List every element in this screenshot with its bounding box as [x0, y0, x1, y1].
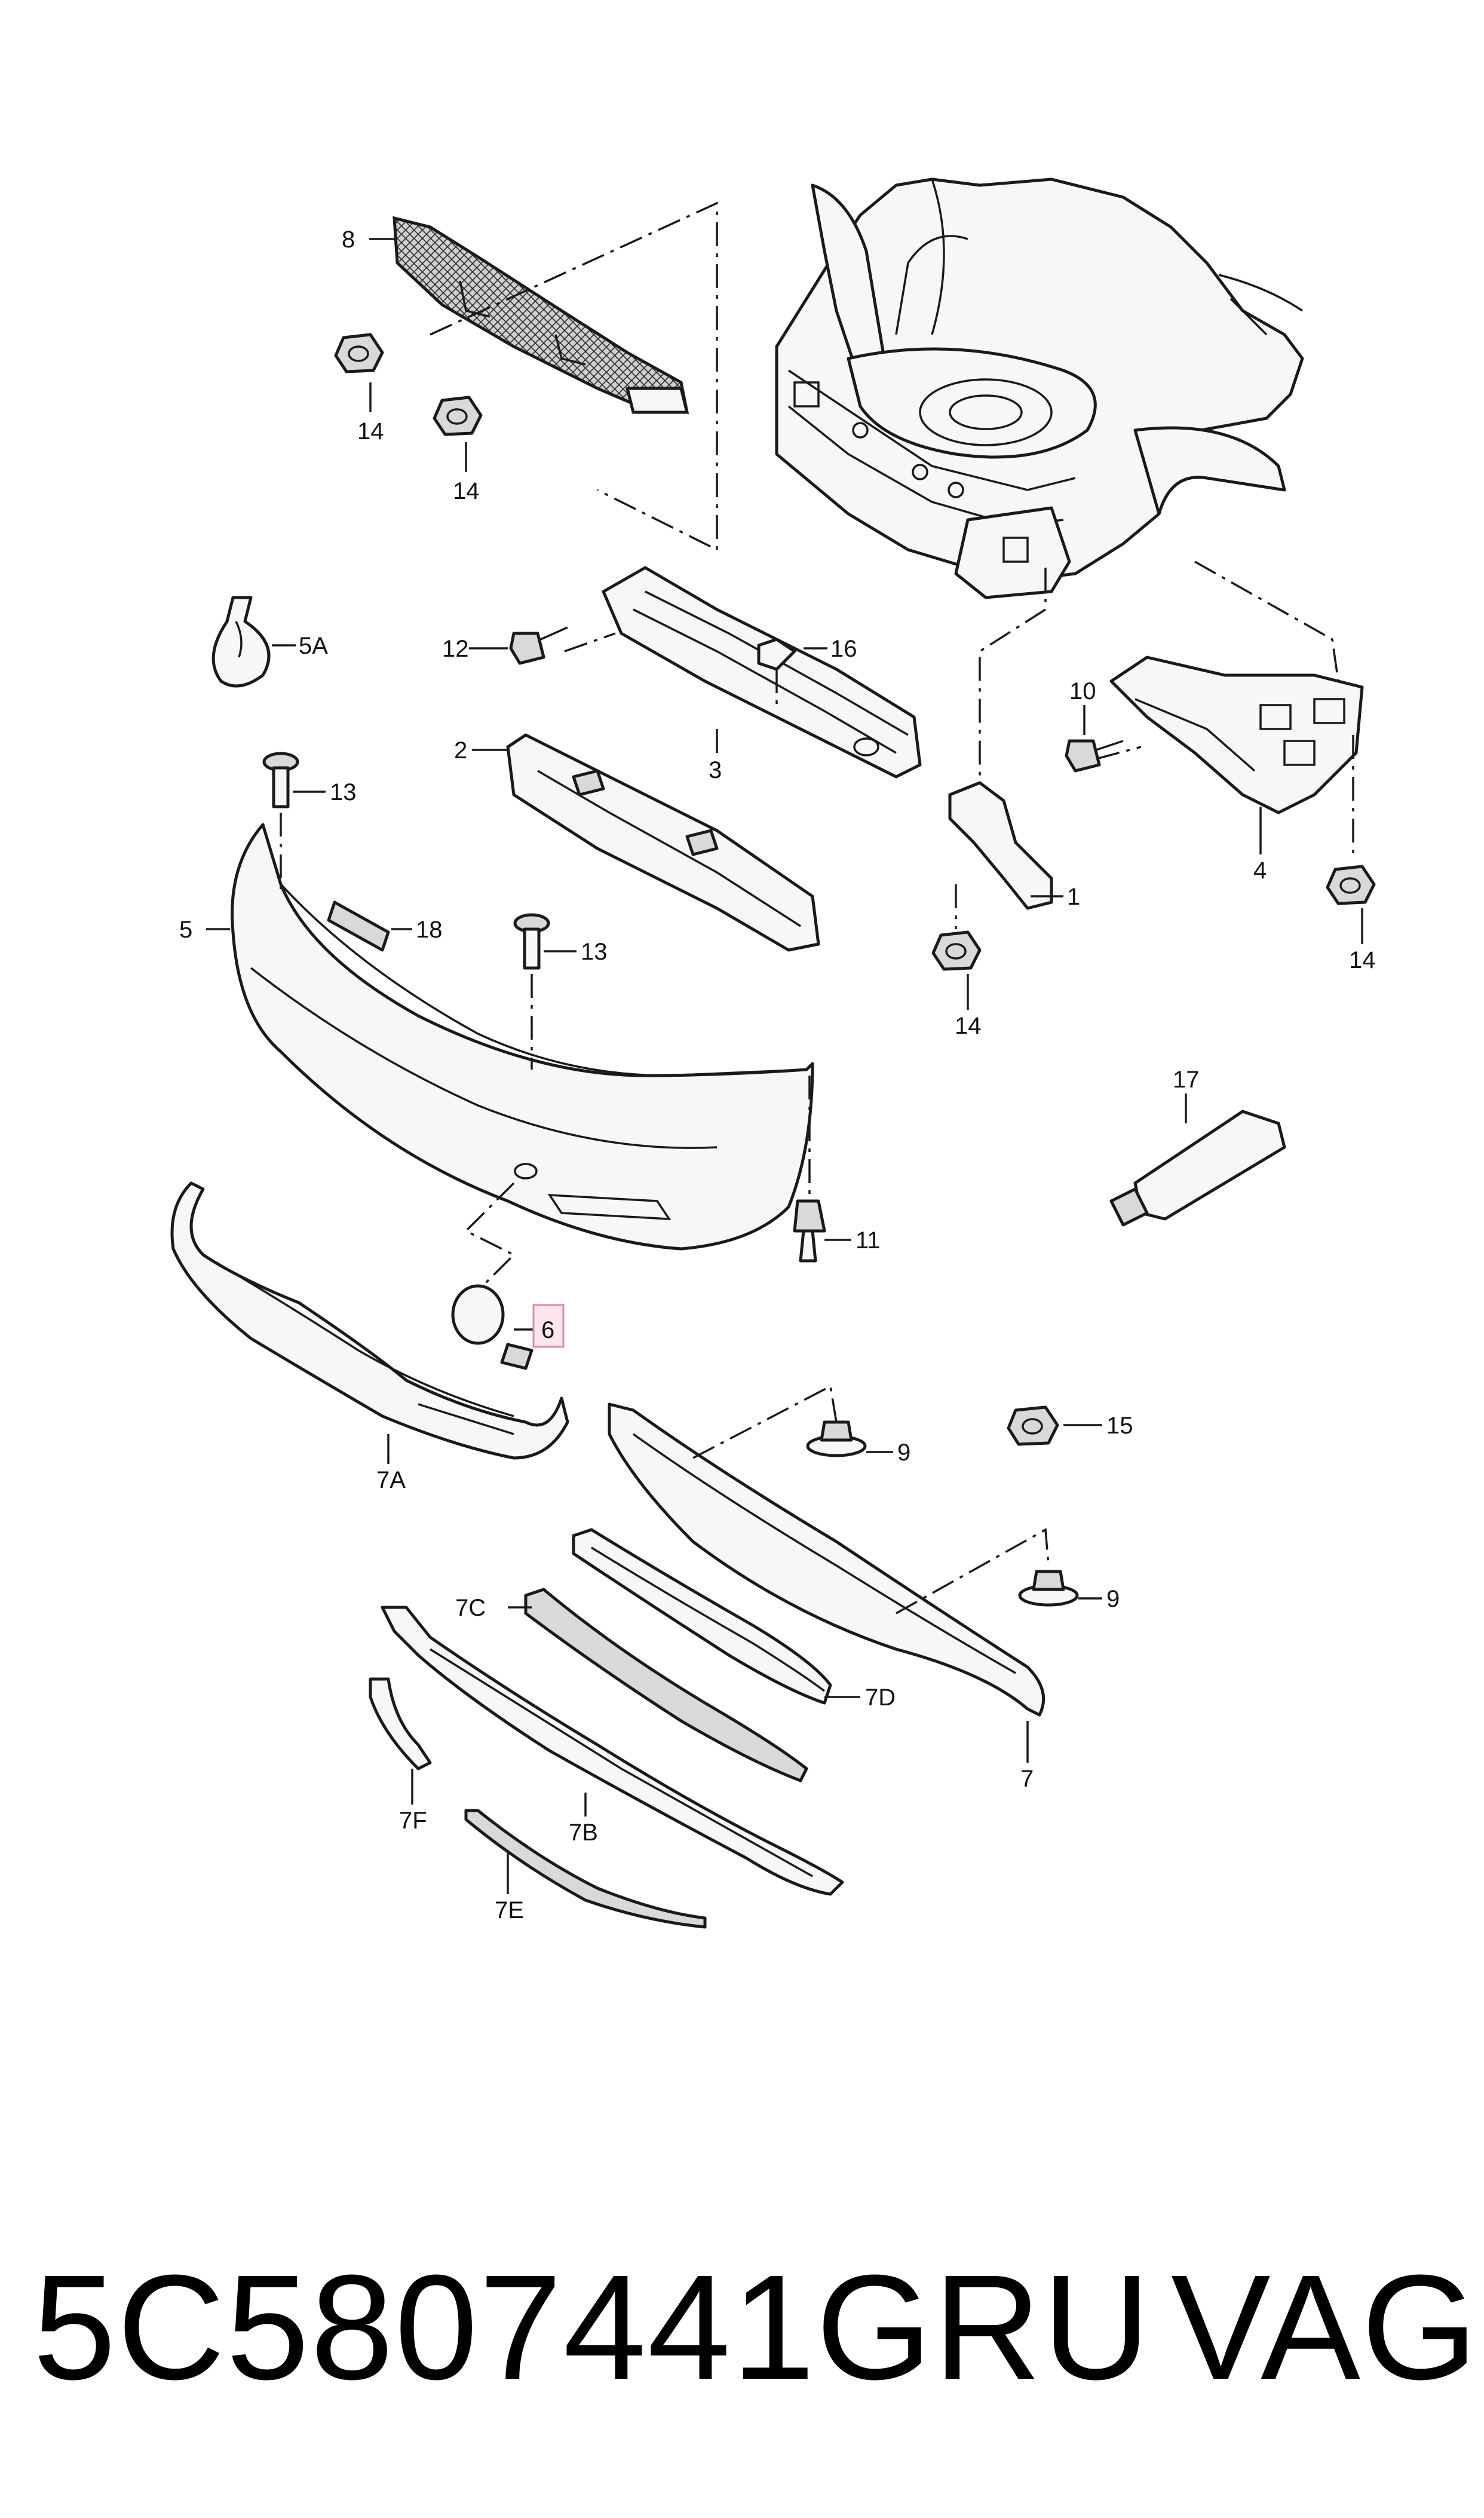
callout-6[interactable]: 6 — [541, 1317, 554, 1343]
part-18-strip — [327, 900, 390, 952]
assembly-lines — [280, 201, 1354, 1615]
callout-9-b: 9 — [1106, 1586, 1120, 1612]
callout-7: 7 — [1020, 1766, 1034, 1792]
nut-15 — [1007, 1405, 1059, 1446]
bolt-13-a — [262, 752, 299, 808]
part-7d-grille-strip — [572, 1528, 832, 1705]
part-7e-trim-strip — [464, 1809, 707, 1929]
part-7-lower-trim — [608, 1402, 1045, 1717]
nut-14-c — [931, 930, 982, 971]
callout-4: 4 — [1253, 857, 1267, 884]
callout-1: 1 — [1067, 884, 1080, 910]
bolt-13-b — [513, 913, 550, 970]
callout-18: 18 — [416, 917, 443, 943]
part-7a-lower-spoiler — [170, 1181, 569, 1460]
callout-12: 12 — [442, 636, 469, 662]
part-number: 5C5807441GRU — [33, 2244, 1152, 2410]
bracket-16 — [757, 638, 796, 671]
callout-7c: 7C — [455, 1595, 486, 1621]
callout-3: 3 — [709, 757, 722, 783]
part-7f-end-cap — [369, 1677, 432, 1770]
nut-14-a — [334, 333, 384, 373]
clip-11 — [793, 1199, 826, 1263]
car-body-rear-illustration — [775, 177, 1304, 599]
nut-14-d — [1326, 865, 1376, 905]
part-8-mesh-reinforcement — [393, 216, 689, 414]
part-4-side-bracket — [1109, 655, 1364, 814]
brand-label: VAG — [1171, 2244, 1479, 2410]
clip-9-b — [1018, 1570, 1079, 1607]
callout-17: 17 — [1173, 1067, 1200, 1093]
callout-7d: 7D — [865, 1684, 896, 1711]
callout-14-d: 14 — [1349, 947, 1376, 973]
part-6-tow-cap — [451, 1284, 533, 1370]
screw-10 — [1065, 739, 1124, 773]
callout-14-b: 14 — [453, 478, 480, 504]
callout-10: 10 — [1069, 678, 1096, 704]
callout-7f: 7F — [399, 1808, 427, 1834]
part-7c-grille-strip — [524, 1588, 808, 1782]
callout-8: 8 — [342, 226, 355, 253]
callout-7e: 7E — [495, 1897, 524, 1923]
part-5a-bag — [211, 596, 271, 688]
callout-7b: 7B — [569, 1819, 598, 1846]
part-2-foam-absorber — [506, 733, 820, 952]
callout-leaders — [206, 238, 1363, 1894]
callout-7a: 7A — [376, 1467, 406, 1493]
callout-14-c: 14 — [955, 1013, 982, 1039]
part-5-bumper-cover — [231, 823, 814, 1251]
part-3-impact-beam — [602, 566, 922, 779]
callout-5: 5 — [179, 917, 192, 943]
callout-9-a: 9 — [897, 1439, 910, 1466]
callout-2: 2 — [454, 737, 467, 764]
part-1-guide — [948, 781, 1053, 910]
nut-14-b — [433, 396, 483, 436]
screw-12 — [509, 626, 568, 665]
callout-14-a: 14 — [357, 418, 384, 445]
callout-15: 15 — [1106, 1413, 1133, 1439]
callout-6-highlight — [532, 1304, 565, 1348]
callout-13-a: 13 — [330, 779, 357, 805]
callout-16: 16 — [830, 636, 857, 662]
part-7b-lower-trim — [381, 1606, 844, 1896]
callout-11: 11 — [856, 1227, 881, 1254]
part-17-tube — [1109, 1110, 1286, 1227]
callout-5a: 5A — [299, 633, 328, 659]
callouts: 8 14 14 5A 12 16 3 2 13 13 5 18 10 1 4 1… — [179, 226, 1376, 1923]
clip-9-a — [806, 1420, 867, 1457]
callout-13-b: 13 — [581, 939, 608, 965]
